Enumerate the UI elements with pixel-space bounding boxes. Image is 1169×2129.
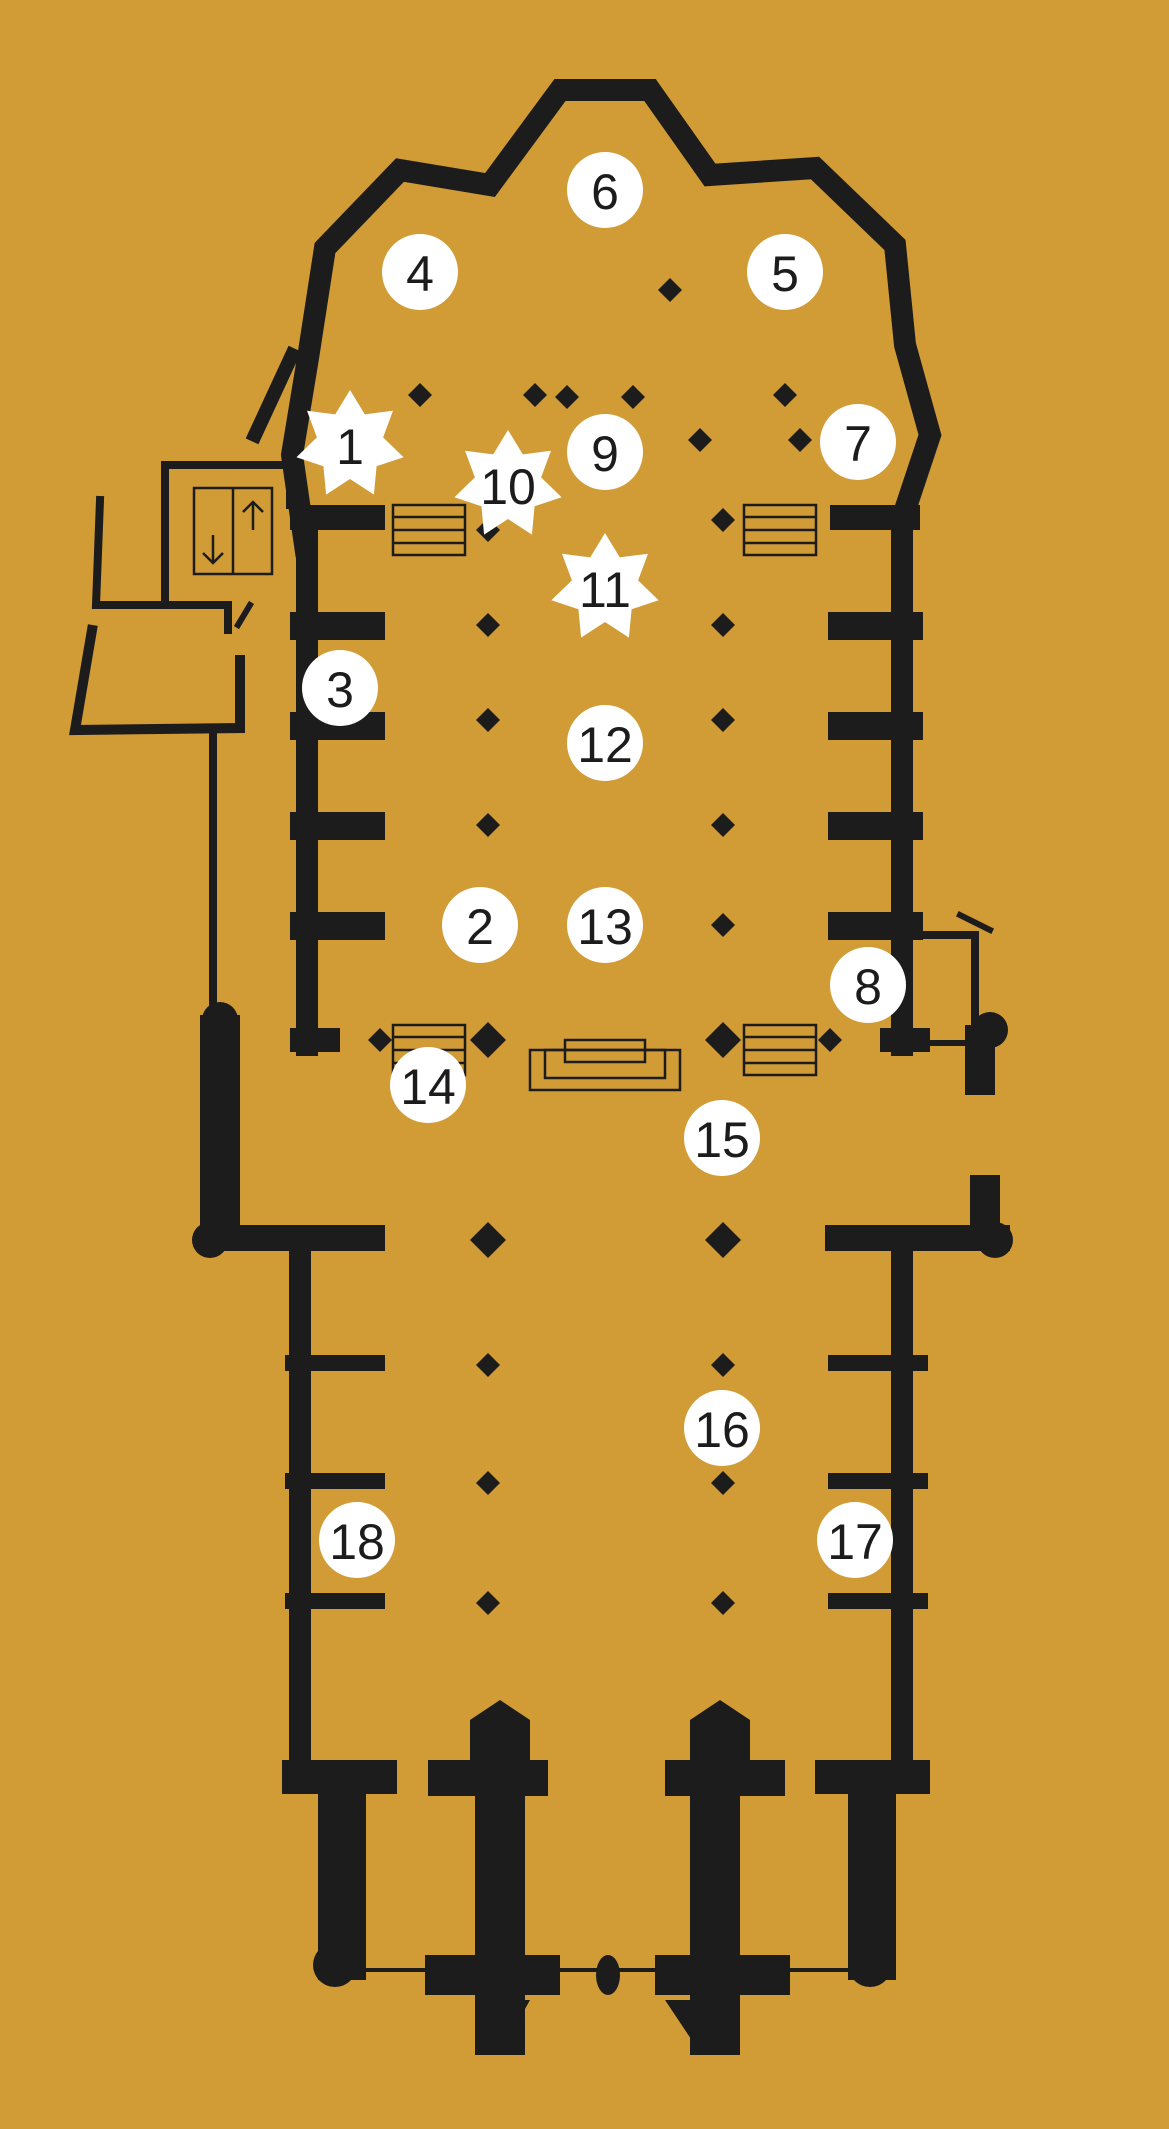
marker-label: 3 [326, 662, 354, 718]
pillar [658, 278, 682, 302]
circle-marker-shape [302, 650, 378, 726]
circle-marker-shape [567, 887, 643, 963]
pillar [470, 1022, 506, 1058]
star-marker-shape [296, 390, 404, 495]
marker-13[interactable]: 13 [567, 887, 643, 963]
marker-10[interactable]: 10 [454, 430, 562, 535]
circle-marker-shape [567, 152, 643, 228]
pillar [711, 1353, 735, 1377]
pillar [470, 1222, 506, 1258]
marker-label: 4 [406, 246, 434, 302]
marker-label: 8 [854, 959, 882, 1015]
marker-9[interactable]: 9 [567, 414, 643, 490]
pillar [711, 708, 735, 732]
pillar [368, 1028, 392, 1052]
pillar [688, 428, 712, 452]
pillar [773, 383, 797, 407]
marker-1[interactable]: 1 [296, 390, 404, 495]
west-facade [282, 1700, 930, 2055]
pillar [788, 428, 812, 452]
pillar [476, 708, 500, 732]
marker-12[interactable]: 12 [567, 705, 643, 781]
marker-label: 16 [694, 1402, 750, 1458]
marker-label: 13 [577, 899, 633, 955]
pillar [621, 385, 645, 409]
pillar [711, 613, 735, 637]
stairs-icon [391, 503, 818, 1077]
pillar [711, 1591, 735, 1615]
chapel-buttresses [285, 612, 930, 1609]
marker-8[interactable]: 8 [830, 947, 906, 1023]
marker-18[interactable]: 18 [319, 1502, 395, 1578]
pillar [476, 813, 500, 837]
marker-label: 18 [329, 1514, 385, 1570]
marker-4[interactable]: 4 [382, 234, 458, 310]
marker-label: 7 [844, 416, 872, 472]
elevator-icon [192, 486, 274, 576]
marker-14[interactable]: 14 [390, 1047, 466, 1123]
pillar [705, 1022, 741, 1058]
marker-label: 17 [827, 1514, 883, 1570]
circle-marker-shape [567, 705, 643, 781]
circle-marker-shape [747, 234, 823, 310]
marker-label: 12 [577, 717, 633, 773]
marker-label: 15 [694, 1112, 750, 1168]
left-annex [69, 461, 294, 1235]
pillar [523, 383, 547, 407]
marker-label: 2 [466, 899, 494, 955]
marker-17[interactable]: 17 [817, 1502, 893, 1578]
marker-15[interactable]: 15 [684, 1100, 760, 1176]
circle-marker-shape [442, 887, 518, 963]
circle-marker-shape [684, 1390, 760, 1466]
marker-2[interactable]: 2 [442, 887, 518, 963]
marker-16[interactable]: 16 [684, 1390, 760, 1466]
circle-marker-shape [830, 947, 906, 1023]
pillar [476, 1591, 500, 1615]
circle-marker-shape [382, 234, 458, 310]
circle-marker-shape [684, 1100, 760, 1176]
marker-label: 1 [336, 419, 364, 475]
marker-7[interactable]: 7 [820, 404, 896, 480]
pillar [711, 508, 735, 532]
marker-3[interactable]: 3 [302, 650, 378, 726]
pillar [476, 1353, 500, 1377]
arrow-up-icon [242, 500, 264, 530]
altar-icon [528, 1038, 682, 1092]
marker-label: 10 [480, 459, 536, 515]
right-annex [192, 910, 1013, 1258]
circle-marker-shape [820, 404, 896, 480]
star-marker-shape [454, 430, 562, 535]
marker-6[interactable]: 6 [567, 152, 643, 228]
circle-marker-shape [319, 1502, 395, 1578]
marker-label: 9 [591, 426, 619, 482]
marker-label: 14 [400, 1059, 456, 1115]
pillar [711, 813, 735, 837]
circle-marker-shape [567, 414, 643, 490]
circle-marker-shape [390, 1047, 466, 1123]
pillar [705, 1222, 741, 1258]
marker-11[interactable]: 11 [551, 533, 659, 638]
pillar [476, 613, 500, 637]
apse-wall [245, 79, 942, 558]
arrow-down-icon [202, 535, 224, 565]
pillar [408, 383, 432, 407]
star-marker-shape [551, 533, 659, 638]
marker-label: 5 [771, 246, 799, 302]
marker-label: 11 [579, 562, 631, 618]
pillar [711, 913, 735, 937]
pillar [818, 1028, 842, 1052]
pillar [711, 1471, 735, 1495]
pillar [476, 1471, 500, 1495]
marker-5[interactable]: 5 [747, 234, 823, 310]
nave-pillars [368, 278, 842, 1615]
circle-marker-shape [817, 1502, 893, 1578]
pillar [555, 385, 579, 409]
marker-label: 6 [591, 164, 619, 220]
